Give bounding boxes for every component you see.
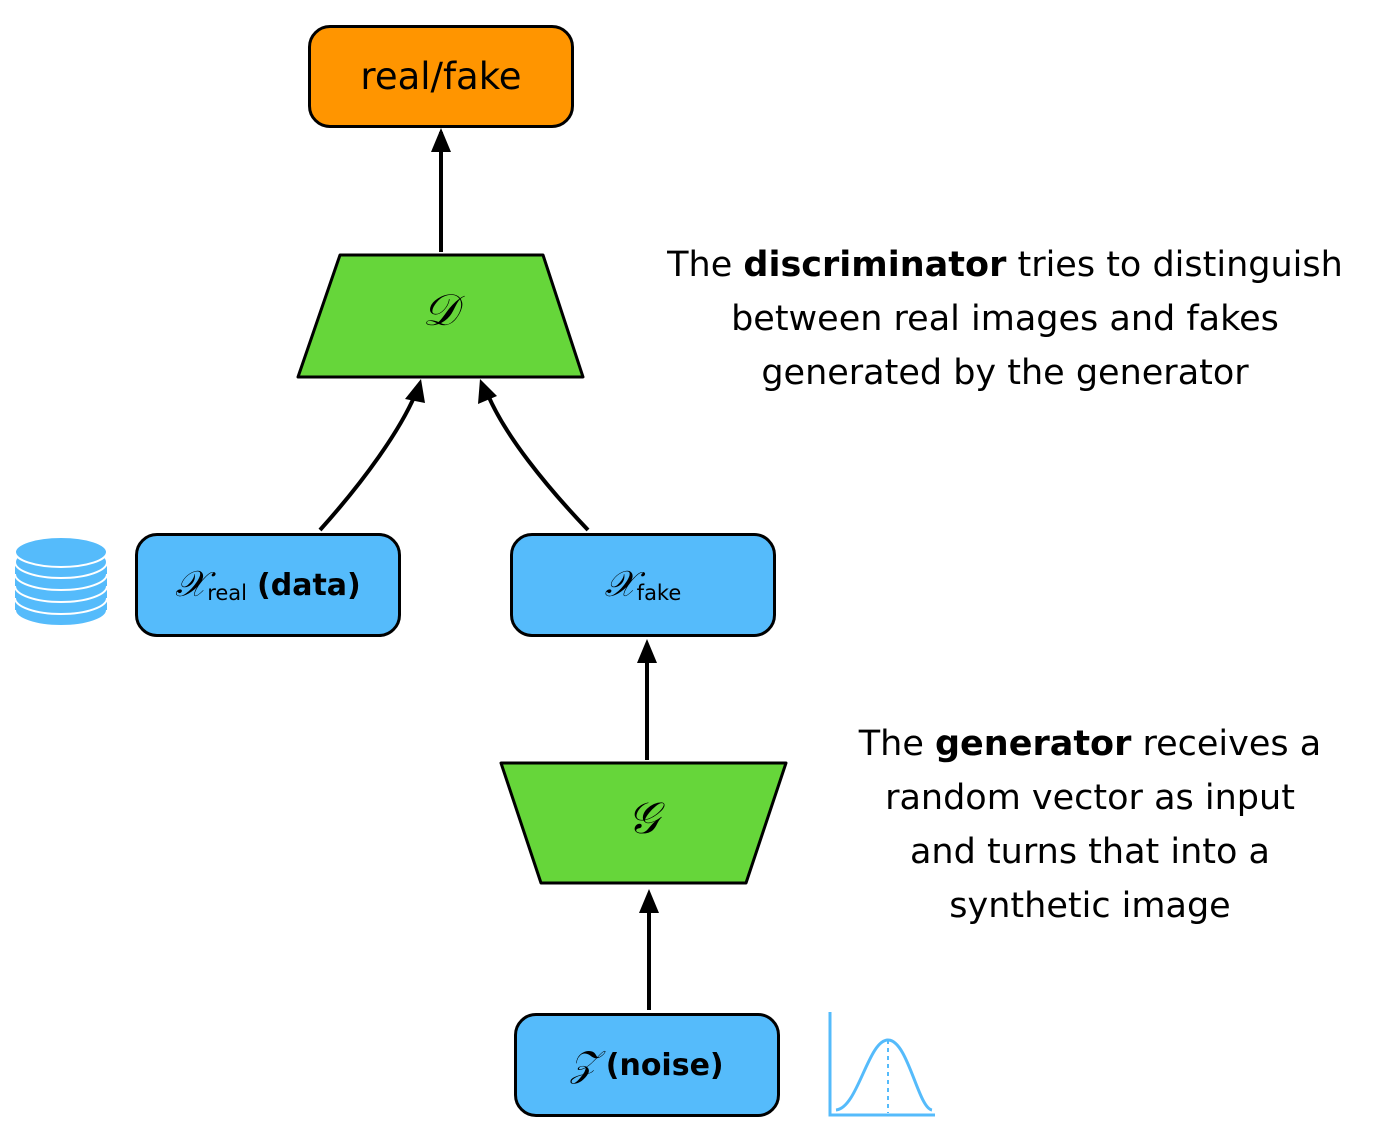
generator-symbol: 𝒢 bbox=[543, 793, 743, 844]
generator-caption: The generator receives a random vector a… bbox=[800, 717, 1380, 933]
generator-caption-line-2: random vector as input bbox=[885, 778, 1295, 818]
discriminator-caption-line-2: between real images and fakes bbox=[731, 299, 1279, 339]
x-real-suffix: (data) bbox=[257, 567, 361, 603]
arrow-xreal-to-d bbox=[318, 379, 425, 532]
x-fake-symbol: 𝒳 bbox=[604, 564, 636, 605]
arrow-g-to-xfake bbox=[637, 639, 657, 760]
caption-bold-term: generator bbox=[935, 724, 1132, 764]
discriminator-caption-line-3: generated by the generator bbox=[761, 353, 1249, 393]
x-fake-subscript: fake bbox=[636, 581, 682, 605]
gaussian-distribution-icon bbox=[828, 1012, 935, 1117]
generator-caption-line-1: The generator receives a bbox=[800, 717, 1380, 771]
database-icon bbox=[14, 536, 108, 627]
caption-bold-term: discriminator bbox=[743, 245, 1007, 285]
noise-symbol: 𝒵 bbox=[570, 1044, 598, 1085]
output-box: real/fake bbox=[308, 25, 574, 128]
x-real-subscript: real bbox=[207, 581, 248, 605]
generator-caption-line-3: and turns that into a bbox=[909, 832, 1270, 872]
noise-suffix: (noise) bbox=[605, 1047, 724, 1083]
generator-trapezoid bbox=[499, 761, 788, 885]
caption-text: The bbox=[858, 724, 935, 764]
discriminator-symbol-text: 𝒟 bbox=[422, 285, 458, 336]
caption-text: receives a bbox=[1131, 724, 1322, 764]
arrow-noise-to-g bbox=[639, 889, 659, 1010]
generator-symbol-text: 𝒢 bbox=[627, 793, 659, 844]
arrow-xfake-to-d bbox=[478, 379, 590, 532]
discriminator-trapezoid bbox=[296, 253, 585, 379]
generator-caption-line-4: synthetic image bbox=[949, 886, 1231, 926]
caption-text: tries to distinguish bbox=[1006, 245, 1343, 285]
discriminator-caption: The discriminator tries to distinguish b… bbox=[610, 238, 1400, 400]
noise-box: 𝒵(noise) bbox=[514, 1013, 780, 1117]
caption-text: The bbox=[667, 245, 744, 285]
discriminator-caption-line-1: The discriminator tries to distinguish bbox=[610, 238, 1400, 292]
output-label: real/fake bbox=[360, 55, 522, 98]
x-real-symbol: 𝒳 bbox=[175, 564, 207, 605]
discriminator-symbol: 𝒟 bbox=[340, 285, 540, 336]
arrow-d-to-output bbox=[431, 128, 451, 252]
